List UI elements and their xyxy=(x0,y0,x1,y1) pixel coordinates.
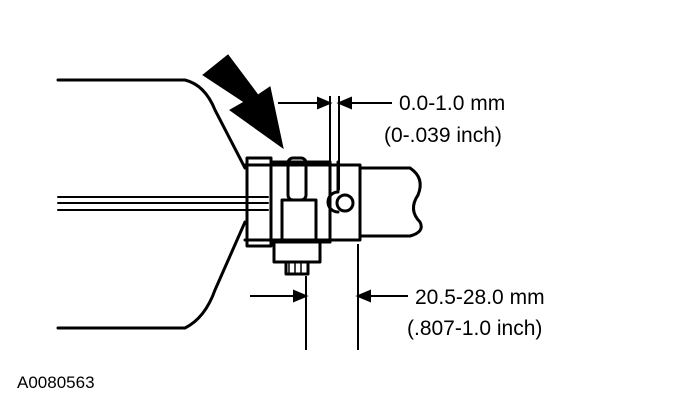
gap-arrowhead-icon xyxy=(336,96,352,110)
tube-break xyxy=(408,166,423,238)
figure-id-label: A0080563 xyxy=(17,373,95,392)
housing-outline xyxy=(56,78,247,330)
pointer-arrow-icon xyxy=(202,54,284,150)
distance-arrowhead-icon xyxy=(293,289,309,303)
distance-arrowhead-icon xyxy=(355,289,371,303)
slot-hole xyxy=(335,193,355,213)
tube-slot xyxy=(326,160,340,214)
clamp-band xyxy=(245,156,273,248)
bolt-end xyxy=(284,260,310,276)
distance-metric-label: 20.5-28.0 mm xyxy=(415,286,545,309)
clamp-body xyxy=(280,198,318,242)
gap-arrowhead-icon xyxy=(317,96,333,110)
distance-imperial-label: (.807-1.0 inch) xyxy=(407,317,543,340)
gap-imperial-label: (0-.039 inch) xyxy=(384,124,502,147)
gap-metric-label: 0.0-1.0 mm xyxy=(399,92,506,115)
